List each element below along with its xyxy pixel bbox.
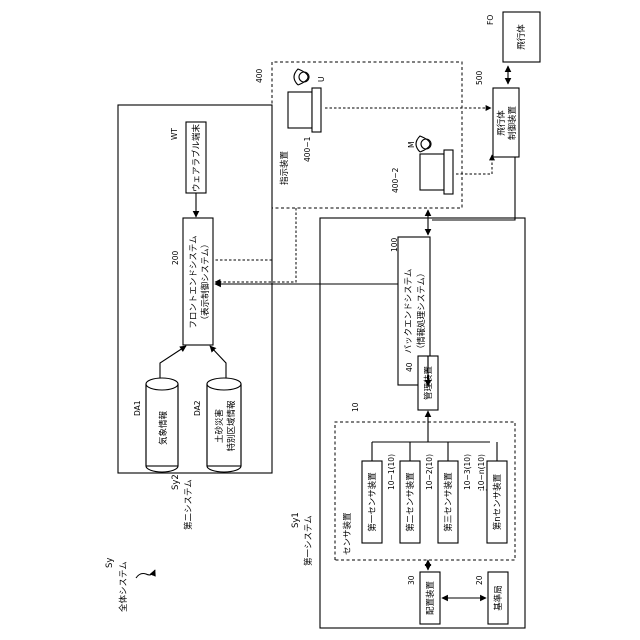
sensor-1-ref: 10−1(10)	[387, 454, 396, 490]
placement-device-label: 配置装置	[425, 581, 436, 616]
flight-control-line1: 飛行体	[496, 110, 507, 136]
base-station-label: 基準局	[493, 585, 504, 611]
flight-control-ref: 500	[475, 70, 484, 85]
sensor-2-label: 第二センサ装置	[405, 472, 416, 532]
da2-ref: DA2	[193, 400, 202, 416]
arrow-da1-to-frontend	[160, 346, 186, 378]
sensor-group-ref: 10	[351, 402, 360, 412]
user-m-icon	[416, 136, 431, 152]
first-system-name: 第一システム	[303, 515, 314, 566]
sensor-3-label: 第三センサ装置	[443, 472, 454, 532]
placement-ref: 30	[407, 575, 416, 585]
da1-ref: DA1	[133, 400, 142, 416]
sensor-group-label: センサ装置	[342, 512, 353, 555]
user-u-label: U	[317, 77, 326, 83]
landslide-line1: 土砂災害	[214, 409, 225, 443]
user-m-label: M	[407, 142, 416, 148]
laptop-terminal-1	[288, 88, 321, 132]
sensor-3-ref: 10−3(10)	[463, 454, 472, 490]
flying-object-label: 飛行体	[516, 24, 527, 50]
flight-control-line2: 制御装置	[507, 106, 518, 141]
user-u-icon	[294, 69, 309, 85]
frontend-ref: 200	[171, 250, 180, 265]
wearable-terminal-label: ウェアラブル端末	[191, 124, 202, 193]
landslide-line2: 特別区域情報	[226, 400, 237, 452]
system-ref: Sy	[105, 558, 115, 568]
sensor-1-label: 第一センサ装置	[367, 472, 378, 532]
sensor-n-label: 第nセンサ装置	[492, 473, 503, 530]
frontend-line2: （表示制御システム）	[200, 240, 211, 325]
backend-ref: 100	[390, 237, 399, 252]
wearable-terminal-ref: WT	[170, 128, 179, 140]
instruction-device-label: 指示装置	[279, 150, 290, 185]
laptop-terminal-2	[420, 150, 453, 194]
second-system-ref: Sy2	[171, 474, 181, 490]
terminal1-ref: 400−1	[303, 136, 312, 162]
backend-line1: バックエンドシステム	[404, 269, 414, 354]
instruction-ref: 400	[255, 68, 264, 83]
first-system-ref: Sy1	[291, 512, 301, 528]
arrow-da2-to-frontend	[210, 346, 226, 378]
sensor-n-ref: 10−n(10)	[477, 454, 486, 490]
backend-line2: （情報処理システム）	[416, 269, 427, 354]
flying-object-ref: FO	[486, 15, 495, 25]
terminal2-ref: 400−2	[391, 167, 400, 193]
sensor-2-ref: 10−2(10)	[425, 454, 434, 490]
management-ref: 40	[405, 362, 414, 372]
frontend-line1: フロントエンドシステム	[189, 235, 199, 328]
base-station-ref: 20	[475, 575, 484, 585]
link-instruction-to-frontend	[215, 208, 296, 282]
system-pointer	[136, 570, 155, 578]
weather-info-label: 気象情報	[158, 411, 169, 446]
system-name: 全体システム	[118, 561, 129, 612]
link-terminal2-to-control	[456, 155, 492, 174]
second-system-name: 第二システム	[183, 479, 194, 530]
